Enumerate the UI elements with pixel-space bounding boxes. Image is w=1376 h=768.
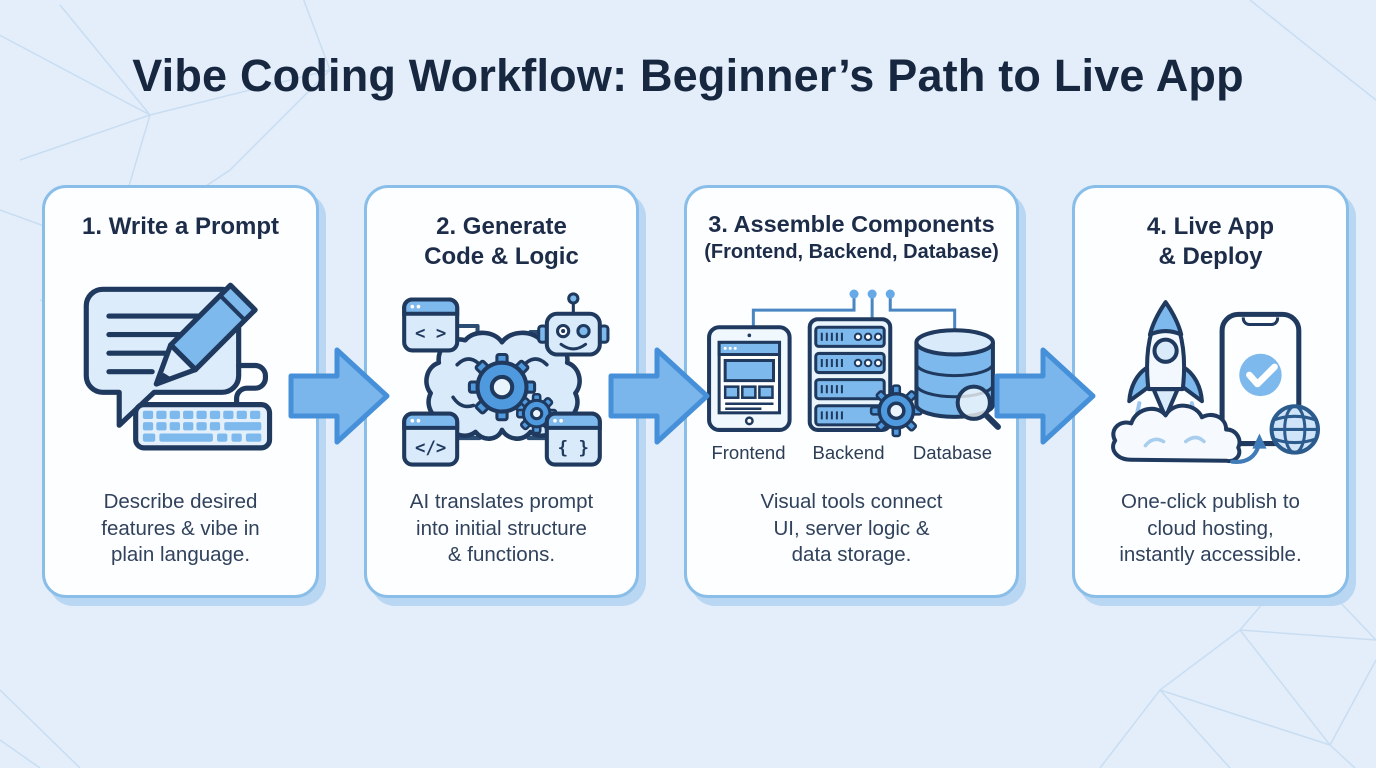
step-card-generate-code: 2. Generate Code & Logic — [364, 185, 639, 598]
component-labels: Frontend Backend Database — [701, 442, 1003, 466]
cloud-icon — [1110, 403, 1241, 464]
frontend-label: Frontend — [711, 442, 786, 464]
step-1-description: Describe desired features & vibe in plai… — [101, 490, 260, 567]
step-3-subheading: (Frontend, Backend, Database) — [704, 240, 999, 263]
code-window-bottom-left: </> — [401, 411, 459, 467]
step-2-icon-area: < > </> — [367, 273, 636, 489]
step-3-description: Visual tools connect UI, server logic & … — [760, 490, 943, 567]
pencil-tip — [155, 372, 175, 385]
rocket-window — [1151, 337, 1179, 364]
phone-notch — [1241, 317, 1279, 326]
rocket-icon — [1126, 300, 1204, 420]
code-window-bottom-right: { } — [544, 411, 602, 467]
step-card-assemble-components: 3. Assemble Components (Frontend, Backen… — [684, 185, 1019, 598]
step-1-heading: 1. Write a Prompt — [82, 213, 279, 240]
components-assembly-icon — [706, 289, 1001, 438]
svg-text:< >: < > — [415, 324, 446, 344]
step-card-write-prompt: 1. Write a Prompt — [42, 185, 319, 598]
right-fin — [1180, 364, 1204, 404]
nose-cone — [1147, 300, 1183, 337]
step-card-live-app-deploy: 4. Live App & Deploy — [1072, 185, 1349, 598]
svg-text:</>: </> — [415, 438, 446, 458]
robot-icon — [536, 292, 609, 357]
keyboard-keys — [142, 411, 261, 442]
flow-arrow-3 — [994, 347, 1096, 445]
step-4-heading: 4. Live App & Deploy — [1146, 213, 1275, 271]
pencil-icon — [153, 282, 258, 387]
prompt-writing-icon — [83, 282, 272, 451]
database-label: Database — [912, 442, 993, 464]
svg-text:{ }: { } — [557, 438, 588, 458]
connection-lines — [751, 298, 956, 331]
step-2-description: AI translates prompt into initial struct… — [409, 490, 594, 567]
left-fin — [1126, 364, 1150, 404]
step-3-icon-area: Frontend Backend Database — [687, 264, 1016, 489]
step-2-heading: 2. Generate Code & Logic — [424, 213, 579, 271]
server-gear-icon — [869, 384, 923, 438]
publish-arrow — [1229, 444, 1260, 464]
code-window-top-left: < > — [401, 297, 459, 353]
step-4-description: One-click publish to cloud hosting, inst… — [1119, 490, 1302, 567]
connection-dots — [848, 289, 895, 300]
step-1-icon-area — [45, 242, 316, 489]
backend-icon — [807, 317, 892, 433]
keyboard-cable — [233, 363, 268, 408]
globe-icon — [1269, 404, 1320, 455]
flow-arrow-2 — [608, 347, 710, 445]
page-title: Vibe Coding Workflow: Beginner’s Path to… — [132, 50, 1244, 101]
check-badge — [1238, 353, 1282, 397]
ai-brain-generation-icon: < > </> — [401, 292, 609, 467]
step-3-heading: 3. Assemble Components — [708, 211, 995, 237]
step-4-icon-area — [1075, 273, 1346, 489]
backend-label: Backend — [812, 442, 885, 464]
publish-arrowhead — [1251, 433, 1267, 449]
check-icon — [1245, 363, 1278, 388]
flow-arrow-1 — [288, 347, 390, 445]
magnifier-icon — [955, 385, 1001, 431]
rocket-deploy-icon — [1110, 300, 1320, 464]
frontend-icon — [706, 325, 792, 433]
